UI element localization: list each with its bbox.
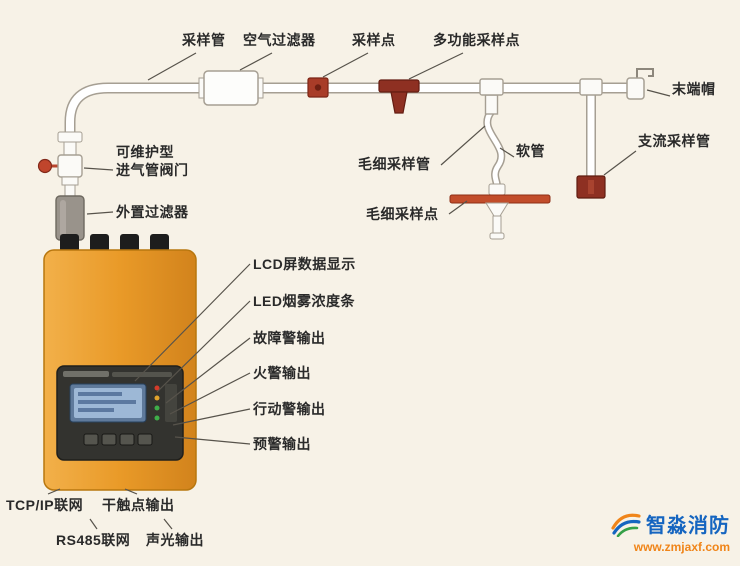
- label-capillary-tube: 毛细采样管: [358, 156, 431, 172]
- pipe-connectors: [60, 234, 169, 252]
- label-rs485: RS485联网: [56, 532, 131, 548]
- intake-valve-assembly: [37, 131, 83, 198]
- label-prewarn-output: 预警输出: [253, 436, 311, 452]
- air-filter-box: [198, 70, 264, 106]
- label-sound-light: 声光输出: [146, 532, 204, 548]
- label-tcpip: TCP/IP联网: [6, 497, 84, 513]
- control-panel: [56, 365, 184, 461]
- panel-buttons: [83, 433, 153, 446]
- soft-tube-assembly: [479, 78, 506, 187]
- label-air-filter: 空气过滤器: [243, 32, 316, 48]
- brand-name: 智淼消防: [646, 515, 730, 537]
- label-intake-valve: 可维护型 进气管阀门: [116, 143, 189, 179]
- label-led-bar: LED烟雾浓度条: [253, 293, 355, 309]
- label-capillary-point: 毛细采样点: [366, 206, 439, 222]
- label-lcd-display: LCD屏数据显示: [253, 256, 356, 272]
- branch-sampling-pipe: [576, 78, 606, 199]
- sampling-point-marker: [307, 77, 329, 98]
- label-sampling-pipe: 采样管: [182, 32, 226, 48]
- label-dry-contact: 干触点输出: [102, 497, 175, 513]
- detector-device: [43, 234, 197, 491]
- label-external-filter: 外置过滤器: [116, 204, 189, 220]
- label-soft-tube: 软管: [516, 143, 545, 159]
- label-fire-output: 火警输出: [253, 365, 311, 381]
- multi-function-sampling-point-marker: [378, 79, 420, 114]
- label-intake-valve-line1: 可维护型: [116, 144, 174, 160]
- label-action-output: 行动警输出: [253, 401, 326, 417]
- leader-lines: [47, 52, 671, 530]
- label-multi-sampling-point: 多功能采样点: [433, 32, 520, 48]
- brand-swoosh-icon: [611, 513, 641, 537]
- capillary-sampling-point-assembly: [449, 183, 551, 240]
- label-intake-valve-line2: 进气管阀门: [116, 162, 189, 178]
- main-sampling-pipe: [64, 82, 634, 140]
- label-sampling-point: 采样点: [352, 32, 396, 48]
- label-fault-output: 故障警输出: [253, 330, 326, 346]
- brand-logo: 智淼消防 www.zmjaxf.com: [611, 509, 730, 554]
- label-end-cap: 末端帽: [672, 81, 716, 97]
- end-cap-marker: [626, 68, 654, 100]
- brand-url: www.zmjaxf.com: [633, 540, 730, 554]
- label-branch-pipe: 支流采样管: [638, 133, 711, 149]
